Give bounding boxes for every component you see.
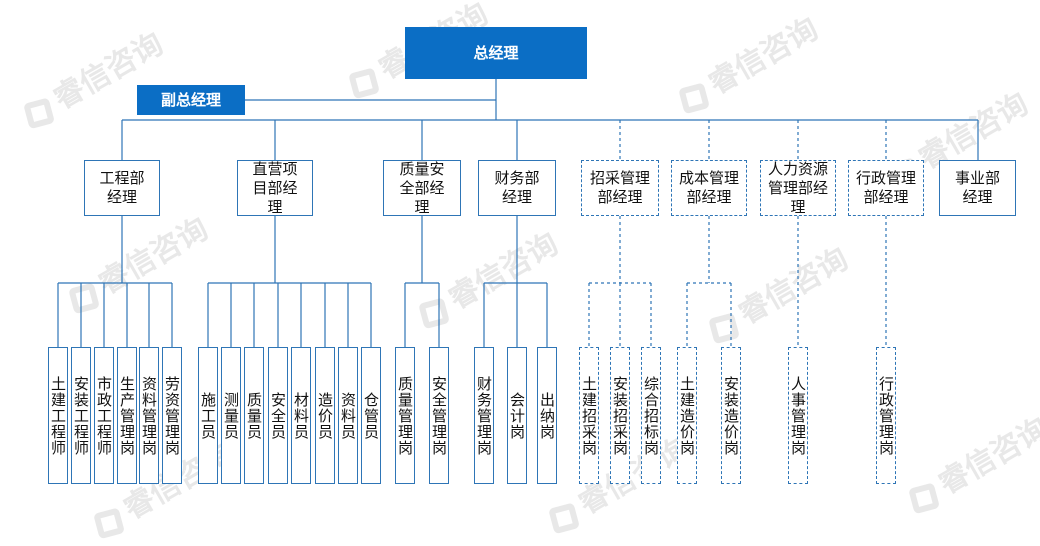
dept-business: 事业部经理 <box>939 160 1016 216</box>
position-box: 出纳岗 <box>537 347 557 484</box>
position-box: 人事管理岗 <box>788 347 808 484</box>
position-box: 财务管理岗 <box>474 347 494 484</box>
vice-general-manager-label: 副总经理 <box>160 90 221 109</box>
position-box: 土建工程师 <box>48 347 68 484</box>
position-box: 会计岗 <box>507 347 527 484</box>
dept-hr: 人力资源管理部经理 <box>760 160 836 216</box>
position-box: 安装工程师 <box>71 347 91 484</box>
position-box: 行政管理岗 <box>876 347 896 484</box>
dept-cost: 成本管理部经理 <box>671 160 747 216</box>
position-box: 土建造价岗 <box>677 347 697 484</box>
dept-direct-project: 直营项目部经理 <box>237 160 313 216</box>
position-box: 土建招采岗 <box>579 347 599 484</box>
position-box: 施工员 <box>198 347 218 484</box>
position-box: 测量员 <box>221 347 241 484</box>
org-chart: 睿信咨询 睿信咨询 睿信咨询 睿信咨询 睿信咨询 睿信咨询 睿信咨询 睿信咨询 … <box>22 0 1040 539</box>
general-manager-label: 总经理 <box>473 43 519 62</box>
position-box: 生产管理岗 <box>117 347 137 484</box>
vice-general-manager-box: 副总经理 <box>137 85 245 115</box>
position-box: 资料管理岗 <box>139 347 159 484</box>
position-box: 质量管理岗 <box>395 347 415 484</box>
position-box: 安全员 <box>268 347 288 484</box>
position-box: 市政工程师 <box>94 347 114 484</box>
position-box: 安全管理岗 <box>429 347 449 484</box>
position-box: 资料员 <box>338 347 358 484</box>
position-box: 造价员 <box>315 347 335 484</box>
dept-engineering: 工程部经理 <box>84 160 160 216</box>
position-box: 劳资管理岗 <box>162 347 182 484</box>
dept-finance: 财务部经理 <box>478 160 556 216</box>
dept-procurement: 招采管理部经理 <box>581 160 659 216</box>
position-box: 仓管员 <box>361 347 381 484</box>
dept-admin: 行政管理部经理 <box>848 160 924 216</box>
position-box: 质量员 <box>244 347 264 484</box>
position-box: 综合招标岗 <box>641 347 661 484</box>
dept-quality-safety: 质量安全部经理 <box>383 160 461 216</box>
general-manager-box: 总经理 <box>405 27 587 79</box>
position-box: 材料员 <box>291 347 311 484</box>
position-box: 安装招采岗 <box>610 347 630 484</box>
position-box: 安装造价岗 <box>721 347 741 484</box>
connector-lines <box>57 79 979 347</box>
